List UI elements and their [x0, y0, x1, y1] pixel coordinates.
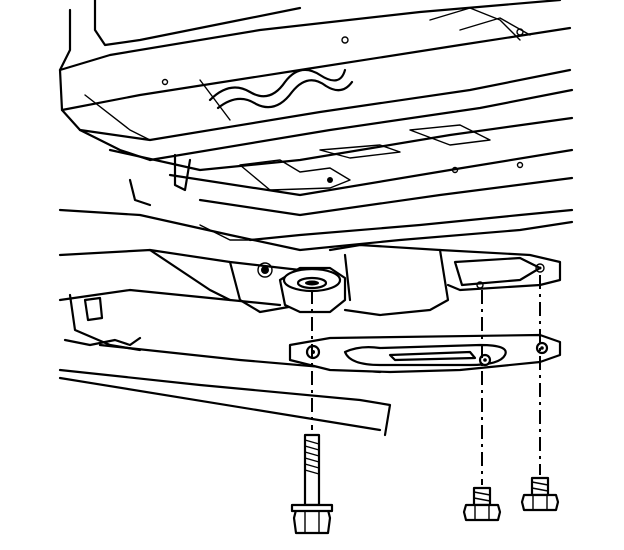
transmission-mount-bracket: [328, 243, 562, 317]
short-bolt-right: [520, 476, 560, 512]
floor-pan-deck: [108, 116, 574, 217]
long-bolt: [290, 433, 334, 535]
crossmember: [58, 208, 574, 314]
mount-plate: [288, 333, 562, 374]
frame-rail: [58, 0, 574, 162]
short-bolt-left: [462, 486, 502, 522]
lower-rail: [58, 293, 392, 437]
exploded-centerlines: [311, 275, 541, 485]
